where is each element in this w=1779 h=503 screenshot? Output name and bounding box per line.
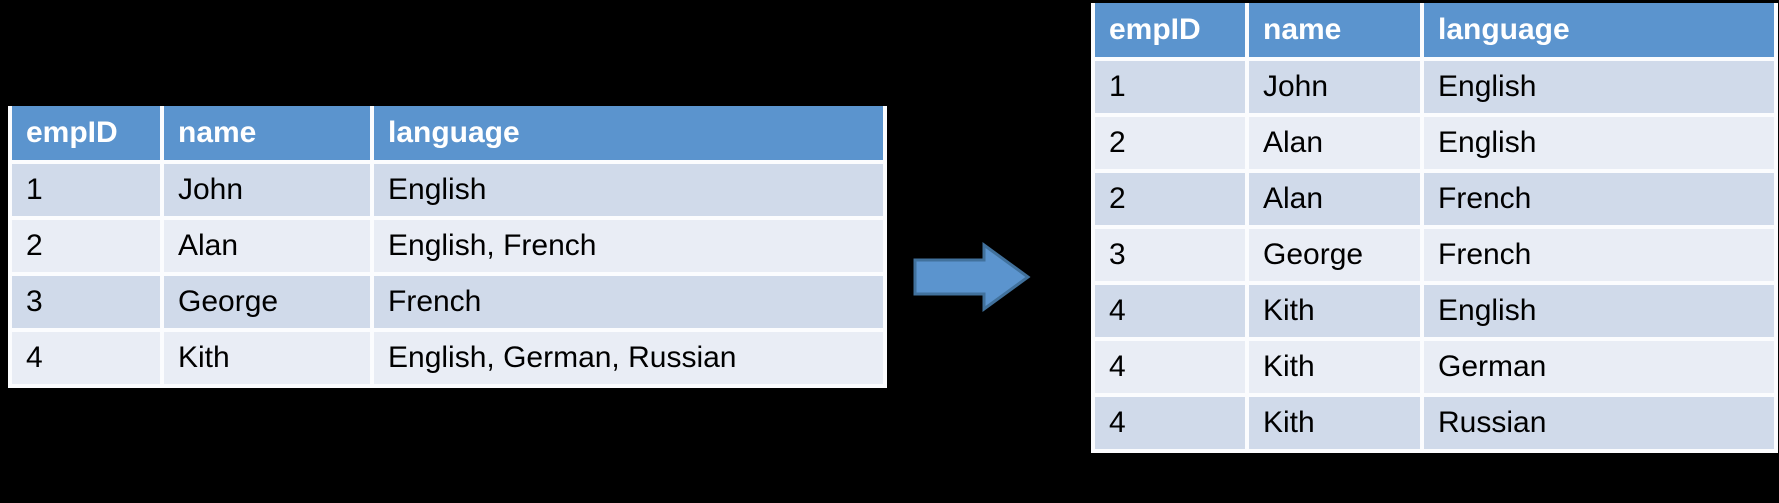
- cell-empid: 1: [1091, 57, 1249, 117]
- result-header-language: language: [1420, 3, 1778, 61]
- cell-language: German: [1420, 337, 1778, 397]
- right-arrow-icon: [912, 241, 1032, 313]
- cell-name: Kith: [1245, 393, 1424, 453]
- source-table: empID name language 1 John English 2 Ala…: [8, 106, 887, 388]
- cell-language: English, French: [370, 216, 887, 276]
- source-header-name: name: [160, 106, 374, 164]
- cell-name: George: [160, 272, 374, 332]
- cell-language: English: [370, 160, 887, 220]
- cell-name: Alan: [1245, 169, 1424, 229]
- cell-name: Alan: [1245, 113, 1424, 173]
- source-header-language: language: [370, 106, 887, 164]
- table-row: 3 George French: [8, 272, 887, 332]
- result-table: empID name language 1 John English 2 Ala…: [1091, 3, 1778, 453]
- cell-language: French: [1420, 225, 1778, 285]
- table-row: 2 Alan English, French: [8, 216, 887, 276]
- cell-empid: 4: [1091, 393, 1249, 453]
- table-row: 2 Alan English: [1091, 113, 1778, 173]
- cell-name: John: [1245, 57, 1424, 117]
- cell-empid: 2: [8, 216, 164, 276]
- table-row: 4 Kith English, German, Russian: [8, 328, 887, 388]
- table-row: 1 John English: [1091, 57, 1778, 117]
- cell-empid: 2: [1091, 169, 1249, 229]
- table-row: 4 Kith German: [1091, 337, 1778, 397]
- table-row: 2 Alan French: [1091, 169, 1778, 229]
- cell-empid: 4: [8, 328, 164, 388]
- cell-language: English: [1420, 57, 1778, 117]
- cell-name: Alan: [160, 216, 374, 276]
- table-row: 4 Kith Russian: [1091, 393, 1778, 453]
- table-row: 4 Kith English: [1091, 281, 1778, 341]
- cell-language: Russian: [1420, 393, 1778, 453]
- cell-name: Kith: [160, 328, 374, 388]
- cell-language: English, German, Russian: [370, 328, 887, 388]
- cell-name: John: [160, 160, 374, 220]
- table-row: 3 George French: [1091, 225, 1778, 285]
- cell-language: English: [1420, 281, 1778, 341]
- cell-empid: 1: [8, 160, 164, 220]
- cell-empid: 3: [8, 272, 164, 332]
- cell-empid: 4: [1091, 281, 1249, 341]
- result-header-name: name: [1245, 3, 1424, 61]
- result-table-header-row: empID name language: [1091, 3, 1778, 61]
- cell-name: George: [1245, 225, 1424, 285]
- cell-name: Kith: [1245, 337, 1424, 397]
- cell-name: Kith: [1245, 281, 1424, 341]
- cell-empid: 4: [1091, 337, 1249, 397]
- table-row: 1 John English: [8, 160, 887, 220]
- cell-empid: 2: [1091, 113, 1249, 173]
- cell-language: English: [1420, 113, 1778, 173]
- source-header-empid: empID: [8, 106, 164, 164]
- cell-empid: 3: [1091, 225, 1249, 285]
- cell-language: French: [370, 272, 887, 332]
- cell-language: French: [1420, 169, 1778, 229]
- result-header-empid: empID: [1091, 3, 1249, 61]
- source-table-header-row: empID name language: [8, 106, 887, 164]
